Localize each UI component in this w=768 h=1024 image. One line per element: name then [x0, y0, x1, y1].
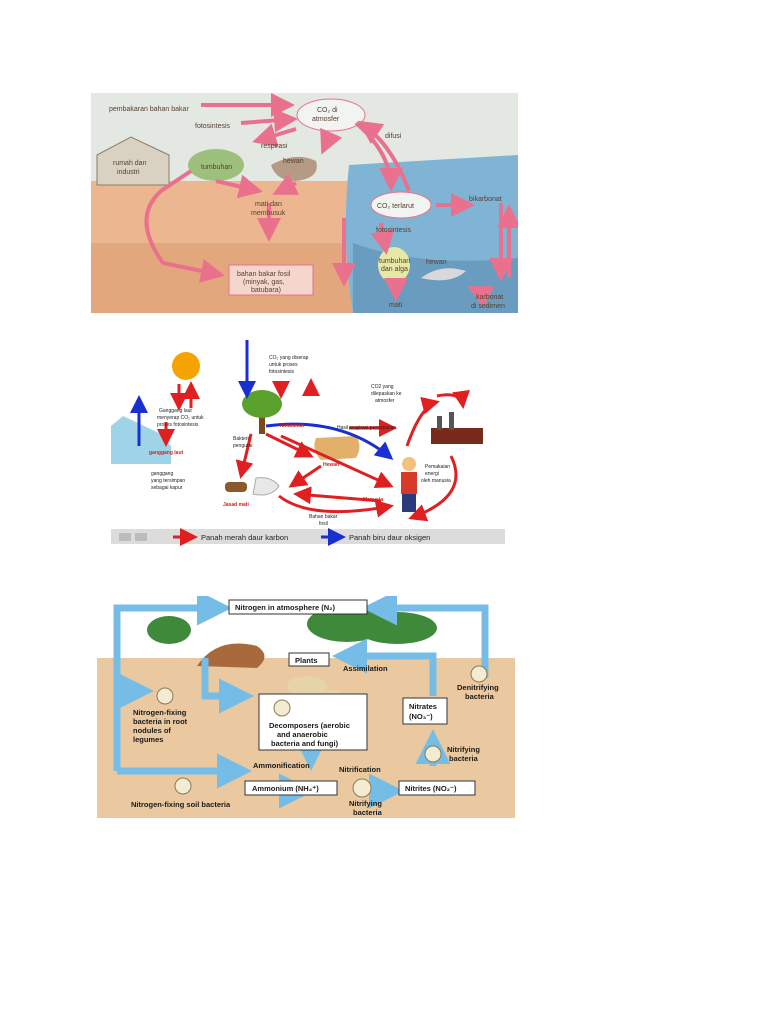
label-stored-3: sebagai kapur: [151, 485, 183, 491]
bacteria-icon: [156, 687, 174, 705]
carbon-cycle-diagram: pembakaran bahan bakar CO₂ di atmosfer f…: [91, 93, 518, 313]
sea-plant-icon: [378, 247, 410, 283]
label-sea-plants-1: tumbuhan: [379, 258, 410, 265]
label-animals: Hewan: [323, 462, 339, 468]
label-denitrifying-1: Denitrifying: [457, 683, 499, 692]
label-co2-atmosphere-2: atmosfer: [312, 116, 340, 123]
label-bicarbonate: bikarbonat: [469, 196, 502, 203]
legend-button-2: [135, 533, 147, 541]
label-nitrifying-bottom-2: bacteria: [353, 808, 383, 817]
legend-blue: Panah biru daur oksigen: [349, 533, 430, 542]
factory-icon: [431, 412, 483, 444]
label-co2-released-1: CO2 yang: [371, 384, 394, 390]
label-fossil-3: batubara): [251, 287, 281, 294]
label-energy-1: Pemakaian: [425, 464, 450, 470]
label-plants: Plants: [295, 656, 318, 665]
label-stored-1: ganggang: [151, 471, 173, 477]
label-seaweed-3: proses fotosintesis: [157, 422, 199, 428]
label-nitrifying-1: Nitrifying: [447, 745, 480, 754]
label-seaweed-1: Ganggang laut: [159, 408, 192, 414]
label-dissolved-co2: CO₂ terlarut: [377, 203, 414, 210]
label-seaweed-2: menyerap CO₂ untuk: [157, 415, 204, 421]
label-nitrites: Nitrites (NO₂⁻): [405, 784, 457, 793]
label-dead: Jasad mati: [223, 502, 249, 508]
cow-icon: [314, 436, 360, 460]
label-animals: hewan: [283, 158, 304, 165]
label-fixing-root-1: Nitrogen-fixing: [133, 708, 187, 717]
carbon-oxygen-cycle-diagram: CO₂ yang diserap untuk proses fotosintes…: [111, 336, 505, 546]
legend-button-1: [119, 533, 131, 541]
label-nitrifying-2: bacteria: [449, 754, 479, 763]
plant-icon: [188, 149, 244, 181]
label-assimilation: Assimilation: [343, 664, 388, 673]
label-ammonium: Ammonium (NH₄⁺): [252, 784, 319, 793]
label-respiration: respirasi: [261, 143, 288, 150]
label-atmosphere: Nitrogen in atmosphere (N₂): [235, 603, 336, 612]
label-co2-atmosphere-1: CO₂ di: [317, 107, 338, 114]
label-decomposer-2: pengurai: [233, 443, 252, 449]
label-sediment-1: karbonat: [476, 294, 503, 301]
dead-animal-icon: [252, 477, 280, 496]
label-energy-3: oleh manusia: [421, 478, 451, 484]
label-fossil-1: Bahan bakar: [309, 514, 338, 520]
bacteria-icon: [352, 778, 372, 798]
mole-icon: [197, 643, 265, 668]
label-diffusion: difusi: [385, 133, 402, 140]
legend-red: Panah merah daur karbon: [201, 533, 288, 542]
bacteria-icon: [174, 777, 192, 795]
sun-icon: [172, 352, 200, 380]
label-decomposers-1: Decomposers (aerobic: [269, 721, 350, 730]
label-dead-decay-1: mati dan: [255, 201, 282, 208]
sea-animal-icon: [421, 268, 466, 281]
label-co2-absorbed-1: CO₂ yang diserap: [269, 355, 309, 361]
label-combustion: pembakaran bahan bakar: [109, 106, 189, 113]
label-nitrifying-bottom-1: Nitrifying: [349, 799, 382, 808]
label-nitrates-1: Nitrates: [409, 702, 437, 711]
label-nitrates-2: (NO₃⁻): [409, 712, 433, 721]
label-photosynthesis-sea: fotosintesis: [376, 227, 412, 234]
label-sea-plants-2: dan alga: [381, 266, 408, 273]
label-fossil-1: bahan bakar fosil: [237, 271, 291, 278]
house-icon: [96, 136, 170, 186]
label-sea-animal: hewan: [426, 259, 447, 266]
label-dead-sea: mati: [389, 302, 403, 309]
label-co2-released-2: dilepaskan ke: [371, 391, 402, 397]
label-decomposers-3: bacteria and fungi): [271, 739, 339, 748]
bacteria-icon: [470, 665, 488, 683]
label-dead-decay-2: membusuk: [251, 210, 286, 217]
bacteria-icon: [273, 699, 291, 717]
label-ammonification: Ammonification: [253, 761, 310, 770]
label-fixing-root-2: bacteria in root: [133, 717, 188, 726]
person-icon: [401, 457, 417, 512]
label-fossil-2: (minyak, gas,: [243, 279, 285, 286]
label-co2-absorbed-2: untuk proses: [269, 362, 298, 368]
label-decomposers-2: and anaerobic: [277, 730, 328, 739]
label-respiration: Hasil respirasi pernapasan: [337, 425, 396, 431]
label-humans: Manusia: [363, 497, 383, 503]
log-icon: [225, 482, 247, 492]
nitrogen-cycle-diagram: Nitrogen in atmosphere (N₂) Plants Assim…: [97, 596, 515, 818]
label-plants: Tumbuhan: [279, 423, 304, 429]
label-house-2: industri: [117, 169, 140, 176]
label-fixing-soil: Nitrogen-fixing soil bacteria: [131, 800, 231, 809]
label-nitrification: Nitrification: [339, 765, 381, 774]
label-decomposer-1: Bakteri: [233, 436, 249, 442]
label-sediment-2: di sedimen: [471, 303, 505, 310]
label-energy-2: energi: [425, 471, 439, 477]
label-fixing-root-4: legumes: [133, 735, 163, 744]
label-denitrifying-2: bacteria: [465, 692, 495, 701]
label-fossil-2: fosil: [319, 521, 328, 527]
label-stored-2: yang tersimpan: [151, 478, 185, 484]
bacteria-icon: [424, 745, 442, 763]
label-photosynthesis: fotosintesis: [195, 123, 231, 130]
label-fixing-root-3: nodules of: [133, 726, 171, 735]
label-co2-released-3: atmosfer: [375, 398, 395, 404]
label-house-1: rumah dan: [113, 160, 147, 167]
label-co2-absorbed-3: fotosintesis: [269, 369, 295, 375]
label-sea-algae: ganggang laut: [149, 450, 184, 456]
label-plants: tumbuhan: [201, 164, 232, 171]
